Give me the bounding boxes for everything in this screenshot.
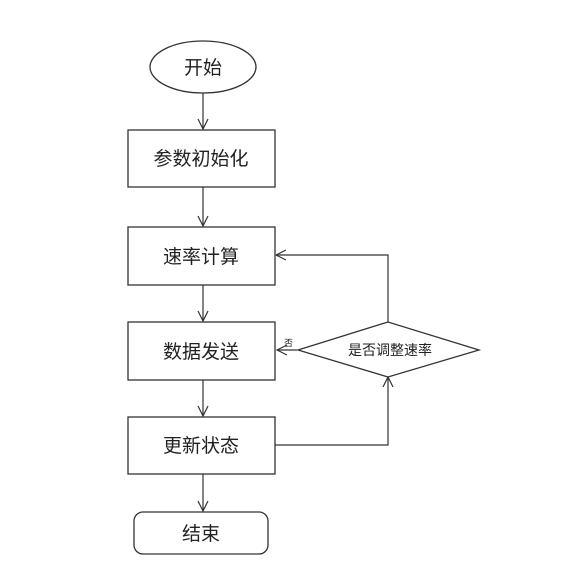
- decision-node: 是否调整速率: [295, 321, 482, 378]
- update-state-node: 更新状态: [127, 416, 276, 475]
- edge-decision-to-rate: [276, 255, 389, 322]
- edge-label-no: 否: [284, 338, 293, 349]
- edge-update-to-decision: [275, 377, 388, 446]
- rate-calc-node-label: 速率计算: [163, 246, 239, 268]
- start-node: 开始: [149, 40, 257, 94]
- end-node: 结束: [133, 511, 269, 555]
- init-node-label: 参数初始化: [153, 148, 248, 170]
- update-state-node-label: 更新状态: [163, 435, 239, 457]
- rate-calc-node: 速率计算: [127, 226, 276, 286]
- start-node-label: 开始: [184, 57, 222, 79]
- decision-node-label: 是否调整速率: [348, 342, 432, 359]
- data-send-node-label: 数据发送: [163, 341, 239, 363]
- end-node-label: 结束: [182, 523, 220, 545]
- data-send-node: 数据发送: [127, 321, 276, 381]
- init-node: 参数初始化: [127, 129, 276, 188]
